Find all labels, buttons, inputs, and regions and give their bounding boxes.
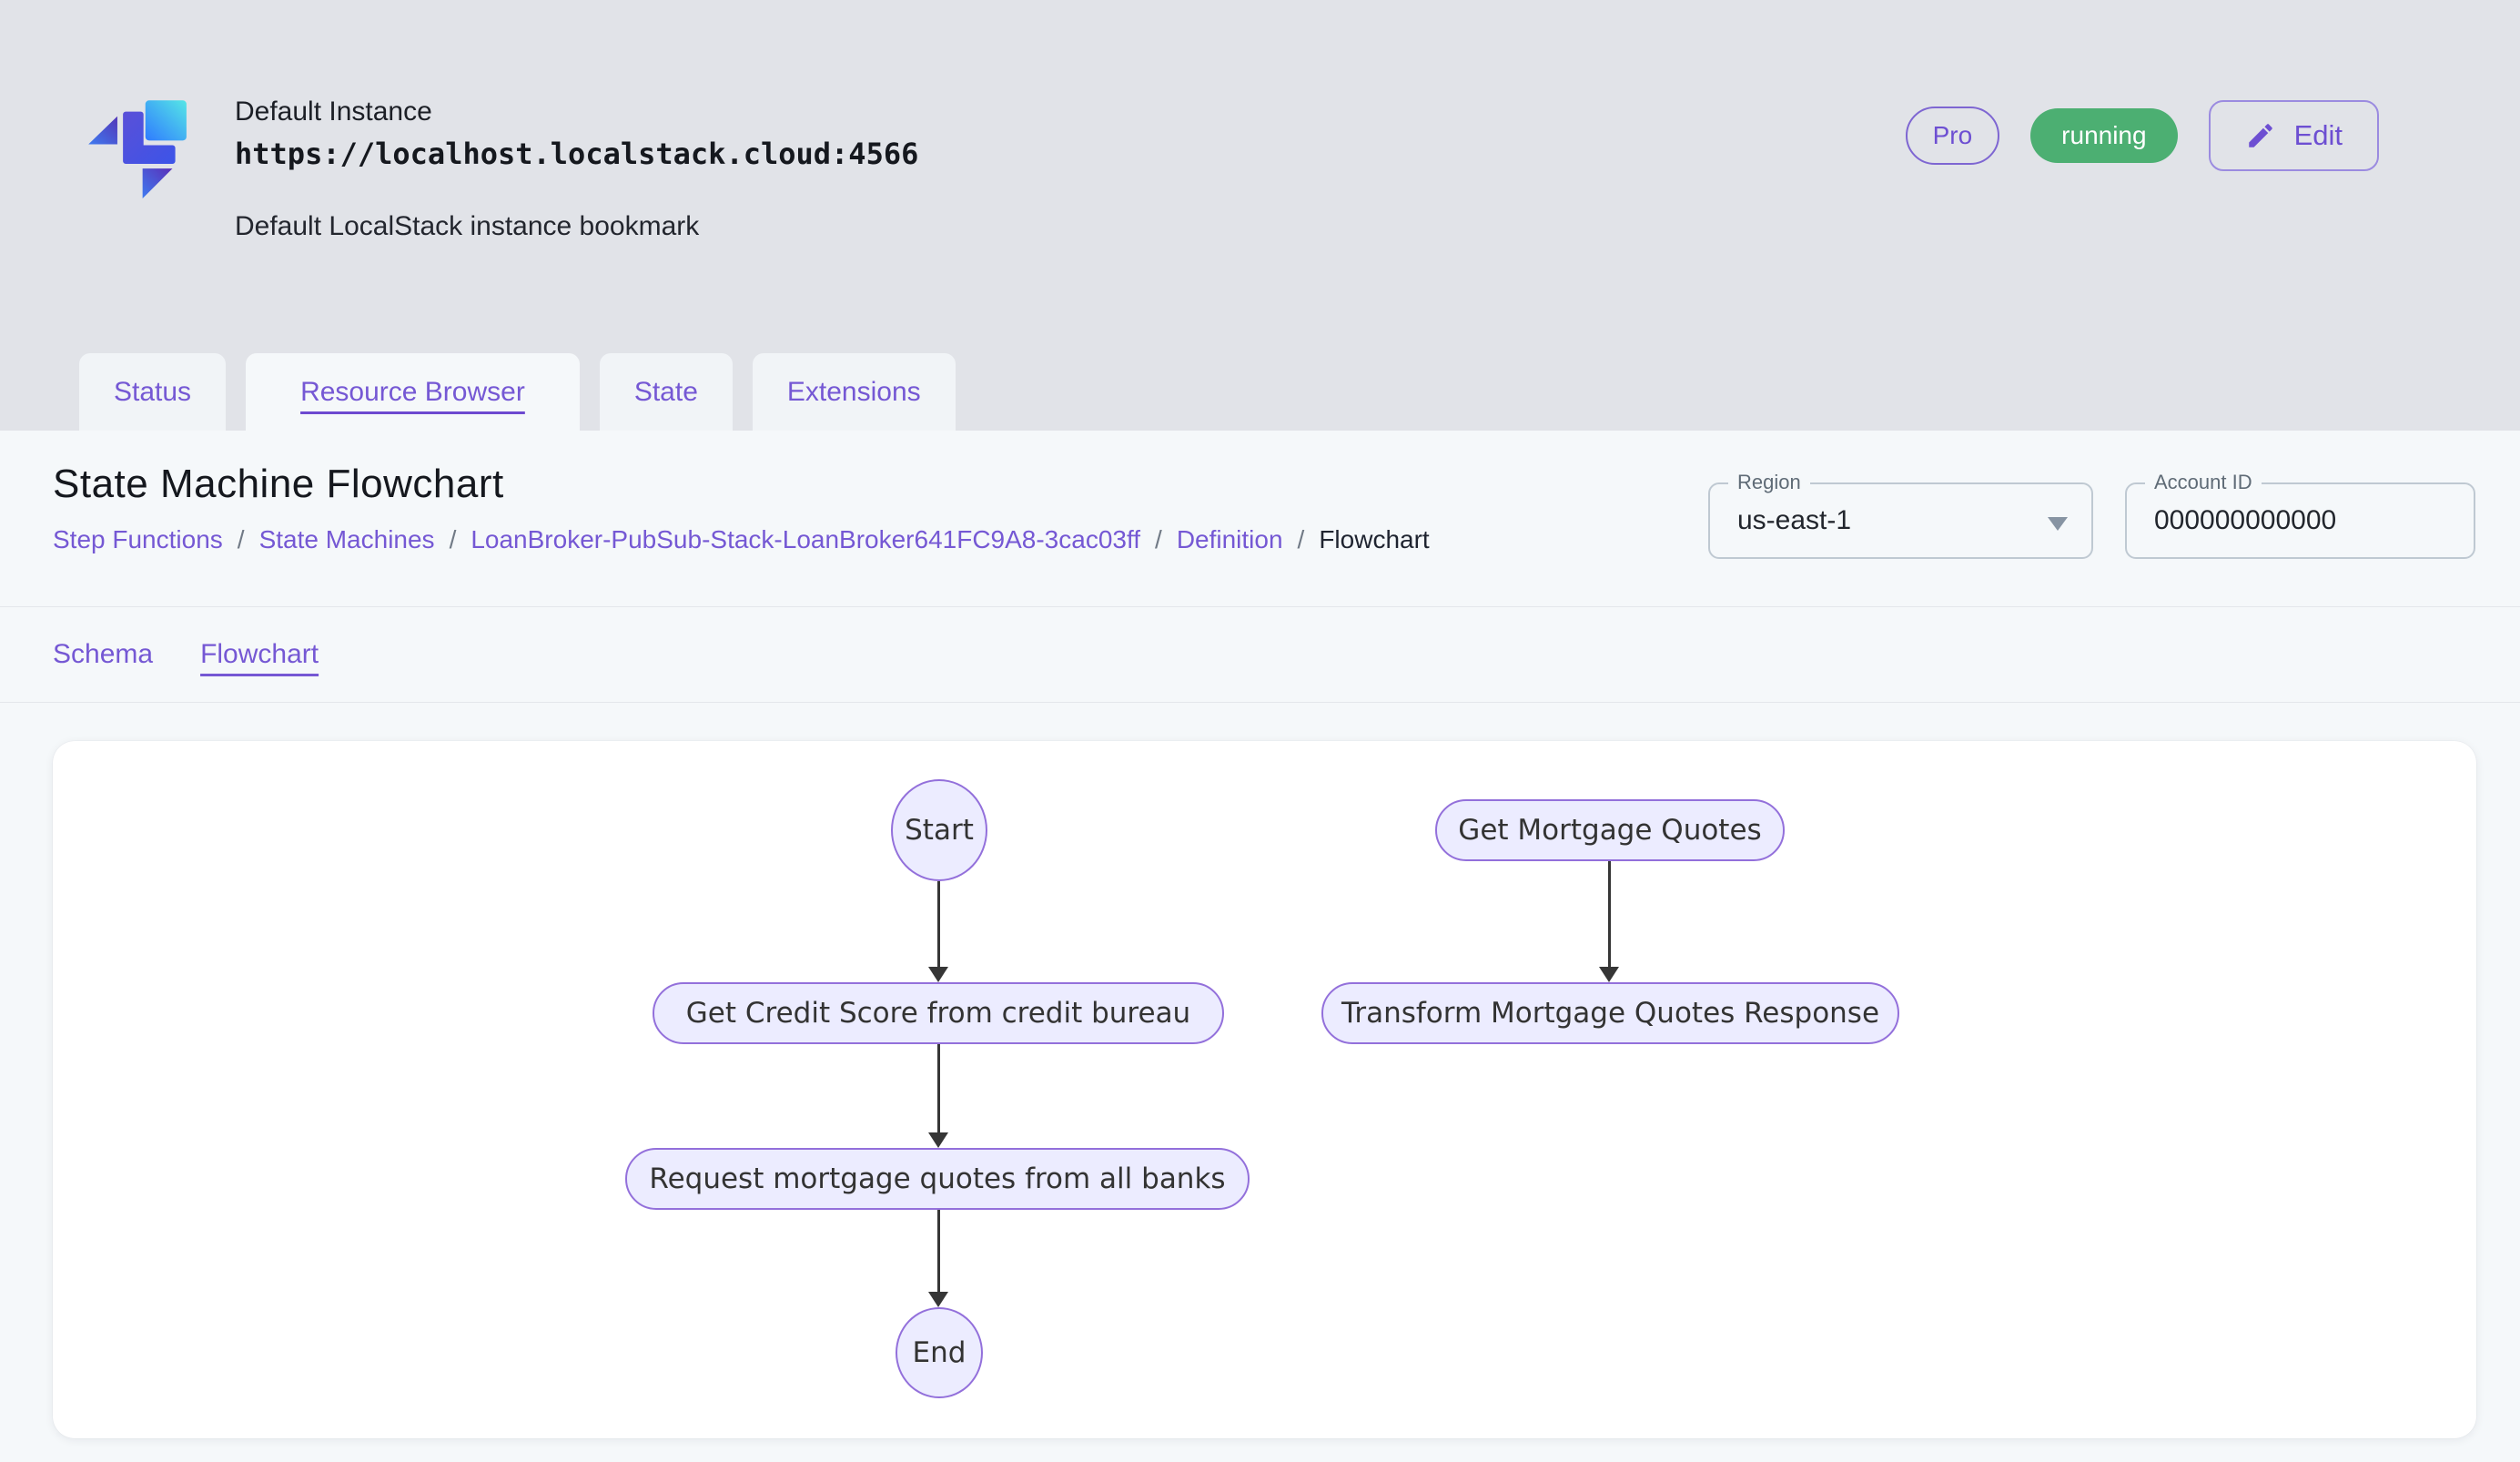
page-title: State Machine Flowchart [53,462,504,506]
account-id-label: Account ID [2145,471,2262,494]
flowchart-node-get-credit-score: Get Credit Score from credit bureau [653,982,1224,1044]
tab-resource-browser[interactable]: Resource Browser [246,353,580,431]
breadcrumb-separator: / [1155,525,1162,553]
tab-status[interactable]: Status [79,353,227,431]
flowchart-arrow [928,881,948,982]
flowchart-arrow [928,1044,948,1148]
pro-badge: Pro [1905,107,2000,165]
flowchart-node-start: Start [891,779,987,881]
subtab-flowchart[interactable]: Flowchart [200,639,319,669]
breadcrumb: Step Functions / State Machines / LoanBr… [53,525,1430,554]
running-status-badge: running [2030,108,2178,163]
header-actions: Pro running Edit [1905,100,2379,171]
tab-state[interactable]: State [599,353,733,431]
flowchart-arrow [1599,861,1619,982]
flowchart-node-transform-response: Transform Mortgage Quotes Response [1321,982,1899,1044]
instance-name: Default Instance [235,96,432,127]
tab-extensions[interactable]: Extensions [752,353,956,431]
pencil-icon [2248,124,2272,147]
subtab-schema[interactable]: Schema [53,639,154,669]
instance-url: https://localhost.localstack.cloud:4566 [235,137,919,171]
breadcrumb-separator: / [449,525,457,553]
flowchart-node-request-quotes: Request mortgage quotes from all banks [625,1148,1250,1210]
breadcrumb-state-machine-name[interactable]: LoanBroker-PubSub-Stack-LoanBroker641FC9… [471,525,1141,553]
account-id-field: Account ID [2125,471,2475,559]
breadcrumb-current-flowchart: Flowchart [1319,525,1430,553]
instance-info: Default Instance https://localhost.local… [235,96,918,242]
breadcrumb-state-machines[interactable]: State Machines [258,525,435,553]
breadcrumb-separator: / [237,525,245,553]
region-select[interactable]: Region us-east-1 [1708,471,2093,559]
context-fields: Region us-east-1 Account ID [1708,471,2475,559]
flowchart-node-get-mortgage-quotes: Get Mortgage Quotes [1435,799,1785,861]
definition-subtabs: Schema Flowchart [0,607,2520,703]
breadcrumb-separator: / [1297,525,1305,553]
flowchart-node-end: End [896,1307,983,1398]
account-id-input[interactable] [2127,484,2474,557]
localstack-logo [86,91,187,198]
chevron-down-icon [2048,517,2068,531]
page-toolbar: State Machine Flowchart Step Functions /… [0,431,2520,607]
main-tabs: Status Resource Browser State Extensions [79,353,956,431]
breadcrumb-definition[interactable]: Definition [1176,525,1283,553]
flowchart-canvas: Start Get Credit Score from credit burea… [53,741,2476,1438]
flowchart-arrow [928,1210,948,1307]
region-select-value: us-east-1 [1737,505,1852,535]
region-select-label: Region [1728,471,1810,494]
resource-browser-panel: State Machine Flowchart Step Functions /… [0,431,2520,1462]
edit-button-label: Edit [2293,119,2343,151]
instance-description: Default LocalStack instance bookmark [235,211,700,241]
edit-button[interactable]: Edit [2208,100,2379,171]
breadcrumb-step-functions[interactable]: Step Functions [53,525,223,553]
